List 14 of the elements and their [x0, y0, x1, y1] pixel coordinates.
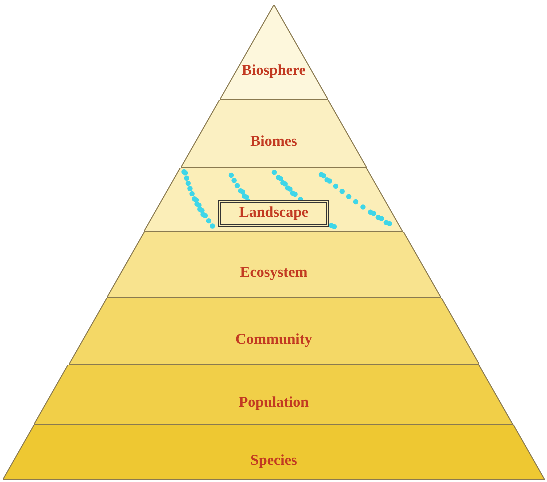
pyramid-level [3, 425, 545, 480]
level-label: Species [250, 452, 298, 470]
pyramid-level [144, 168, 404, 232]
pyramid-level [181, 100, 367, 168]
level-label: Population [238, 395, 309, 412]
level-label: Biomes [250, 134, 298, 151]
level-label: Ecosystem [240, 265, 308, 282]
pyramid-level [68, 298, 480, 365]
pyramid-level [34, 365, 514, 425]
pyramid-level [106, 232, 442, 298]
level-label: Landscape [218, 200, 330, 227]
level-label: Biosphere [242, 62, 306, 80]
pyramid-level [220, 5, 328, 100]
level-label: Community [236, 332, 312, 348]
